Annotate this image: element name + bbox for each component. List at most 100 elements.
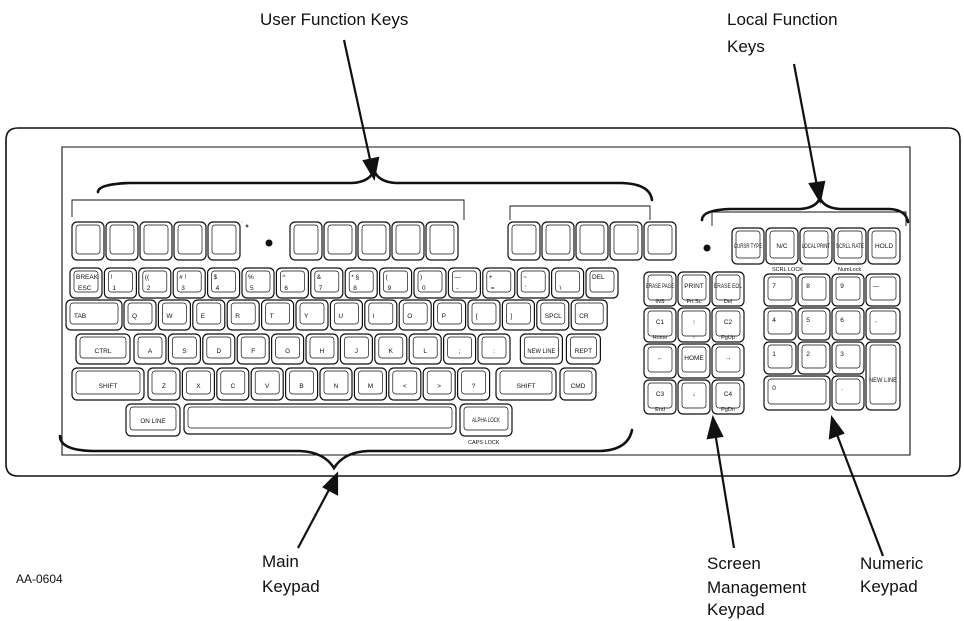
main-key: P [433,299,467,331]
keycap-outline [364,299,398,331]
local-function-tray [711,211,907,226]
keycap-top [574,302,604,325]
main-key: )0 [413,267,447,299]
keycap-top [471,302,497,325]
keycap-outline [344,267,378,299]
keycap-outline [413,267,447,299]
keycap-top [869,310,897,335]
main-key: O [398,299,432,331]
key-label: O [407,313,412,320]
keycap-top [835,310,861,335]
key-label: G [285,348,290,355]
key-label: 7 [772,283,776,290]
keycap-outline [236,333,270,365]
keycap-top [323,370,349,395]
key-label: PRINT [684,283,704,290]
keycap-top [871,230,897,259]
keycap-outline [310,267,344,299]
keycap-top [524,336,559,359]
keycap-top [681,310,707,337]
key-label: ^ [282,274,286,281]
keycap-outline [643,307,677,343]
main-key: REPT [565,333,602,365]
key-label: 3 [840,351,844,358]
numeric-key: 1 [763,341,797,375]
key-label: DEL [592,274,605,281]
key-label: ? [472,383,476,390]
keycap-top [402,302,428,325]
screen-mgmt-leader [713,431,736,549]
keycap-outline [541,221,575,261]
key-label: S [182,348,187,355]
main-key: CR [570,299,608,331]
key-label: 4 [772,317,776,324]
keycap-top [162,302,187,325]
keycap-outline [711,379,745,415]
key-label: → [725,355,732,362]
keycap-top [109,224,135,255]
key-label: , [875,317,877,324]
keycap-top [437,302,462,325]
keycap-top [327,224,353,255]
keycap-outline [71,367,145,401]
keycap-outline [275,267,309,299]
key-label: 0 [422,285,426,292]
keycap-top [767,378,827,405]
on-line-key: ON LINE [125,403,181,437]
key-label: H [320,348,325,355]
key-label: — [454,274,461,281]
keycap-outline [305,333,339,365]
keycap-top [395,224,421,255]
keycap-outline [323,221,357,261]
key-sublabel: Prt Sc [687,299,702,305]
main-key: ] [501,299,535,331]
keycap-top [767,276,793,301]
main-key: G [271,333,305,365]
keycap-top [447,336,472,359]
keycap-top [75,224,101,255]
keycap-outline [763,273,797,307]
keycap-top [579,224,605,255]
key-label: TAB [74,313,86,320]
key-label: L [423,348,427,355]
local-function-key: SCRLL RATE [833,227,867,265]
keycap-top [835,344,861,369]
keycap-outline [797,307,831,341]
main-key: N [319,367,353,401]
keycap-top [647,382,673,409]
keycap-top [79,336,127,359]
keycap-outline [865,307,901,341]
keycap-top [681,274,707,301]
keycap-outline [261,299,295,331]
keycap-top [299,302,325,325]
main-key: S [167,333,201,365]
user-function-key [609,221,643,261]
main-key: Z [147,367,181,401]
user-function-tray [71,199,465,220]
user-function-key [541,221,575,261]
keycap-top [280,270,305,293]
indicator-dot [703,244,711,252]
keycap-top [540,302,566,325]
keycap-outline [457,367,491,401]
key-sublabel: ↑ [693,335,696,341]
numeric-key: — [865,273,901,307]
keycap-outline [799,227,833,265]
key-label: 1 [772,351,776,358]
main-key: TAB [65,299,123,331]
key-label: ← [657,355,664,362]
key-label: F [251,348,255,355]
keycap-top [309,336,335,359]
keycap-outline [711,307,745,343]
key-label: + [489,274,493,281]
keycap-outline [507,221,541,261]
main-key: Y [295,299,329,331]
main-key: T [261,299,295,331]
key-label: 5 [806,317,810,324]
keycap-top [412,336,438,359]
key-label: REPT [575,348,592,355]
keycap-outline [477,333,511,365]
keycap-top [681,346,707,373]
keyboard-bezel [61,146,911,456]
